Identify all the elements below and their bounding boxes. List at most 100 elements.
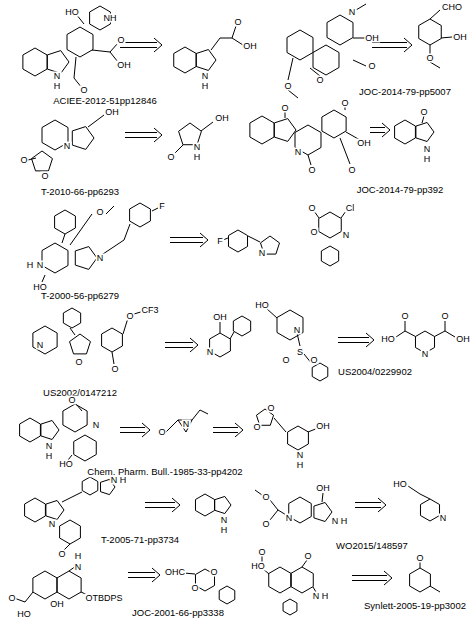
- atom-label: H: [193, 153, 202, 162]
- reference-label: JOC-2001-66-pp3338: [131, 608, 225, 618]
- atom-label: O: [95, 208, 104, 217]
- ring: [314, 502, 332, 521]
- bond: [192, 410, 200, 420]
- ring: [42, 243, 68, 273]
- atom-label: Cl: [345, 204, 356, 213]
- retro-arrow: [120, 423, 150, 437]
- atom-label: O: [74, 358, 83, 367]
- atom-label: O: [40, 172, 49, 181]
- bond: [248, 236, 260, 242]
- ring: [82, 477, 98, 495]
- atom-label: CF3: [140, 306, 159, 315]
- atom-label: N: [74, 563, 83, 572]
- reference-label: US2002/0147212: [42, 388, 118, 398]
- atom-label: O: [233, 18, 242, 27]
- bond: [430, 10, 440, 19]
- atom-label: N: [312, 592, 321, 601]
- atom-label: O: [166, 153, 175, 162]
- retro-arrow: [170, 233, 208, 247]
- bond: [211, 38, 220, 50]
- atom-label: OH: [212, 313, 228, 322]
- atom-label: H: [423, 155, 432, 164]
- ring: [33, 571, 57, 599]
- ring: [67, 27, 93, 57]
- atom-label: H: [201, 82, 210, 91]
- bond: [62, 234, 65, 243]
- bond: [396, 331, 405, 337]
- atom-label: OH: [364, 34, 380, 43]
- atom-label: OHC: [164, 568, 186, 577]
- atom-label: O: [157, 428, 166, 437]
- atom-label: O: [116, 36, 125, 45]
- atom-label: N: [220, 516, 229, 525]
- atom-label: N: [296, 451, 305, 460]
- bond: [274, 418, 286, 432]
- bond: [420, 494, 430, 499]
- atom-label: N: [36, 261, 45, 270]
- reference-label: T-2010-66-pp6293: [40, 187, 120, 197]
- bond: [308, 155, 311, 165]
- atom-label: O: [440, 312, 449, 321]
- atom-label: N: [423, 145, 432, 154]
- atom-label: O: [425, 54, 434, 63]
- atom-label: F: [216, 237, 224, 246]
- atom-label: N: [45, 442, 54, 451]
- atom-label: O: [190, 584, 199, 593]
- ring: [419, 19, 442, 45]
- bond: [88, 115, 104, 127]
- retro-arrow: [338, 333, 374, 347]
- ring: [75, 247, 97, 270]
- bond: [405, 321, 406, 331]
- atom-label: O: [79, 86, 88, 95]
- atom-label: O: [415, 554, 424, 563]
- ring: [60, 520, 81, 544]
- atom-label: O: [280, 104, 289, 113]
- ring: [321, 246, 338, 266]
- bond: [70, 214, 92, 245]
- ring: [72, 127, 94, 150]
- ring: [410, 568, 431, 592]
- ring: [195, 494, 214, 516]
- bond: [441, 37, 452, 38]
- bond: [74, 57, 76, 78]
- atom-label: N: [92, 421, 101, 430]
- atom-label: H: [321, 592, 330, 601]
- atom-label: H: [119, 476, 128, 485]
- reference-label: JOC-2014-79-pp5007: [358, 87, 452, 97]
- bond: [220, 322, 221, 333]
- retro-arrow: [125, 128, 162, 142]
- atom-label: O: [400, 312, 409, 321]
- atom-label: S: [296, 348, 304, 357]
- ring: [41, 420, 59, 439]
- bond: [353, 60, 366, 66]
- ring: [23, 48, 47, 76]
- atom-label: N: [110, 476, 119, 485]
- ring: [174, 47, 197, 73]
- atom-label: HO: [16, 610, 32, 619]
- atom-label: N: [258, 249, 267, 258]
- bond: [302, 560, 307, 567]
- atom-label: O: [307, 166, 316, 175]
- bond: [232, 26, 236, 38]
- atom-label: HO: [32, 283, 48, 292]
- bond: [166, 420, 178, 432]
- bond: [112, 352, 114, 364]
- atom-label: N: [342, 231, 351, 240]
- ring: [196, 50, 216, 71]
- bond: [76, 404, 82, 411]
- atom-label: O: [266, 404, 275, 413]
- atom-label: OH: [214, 114, 230, 123]
- bond: [356, 4, 366, 10]
- ring: [33, 326, 57, 354]
- atom-label: N: [206, 348, 215, 357]
- ring: [327, 15, 353, 45]
- bond: [322, 493, 323, 502]
- reference-label: US2004/0229902: [337, 367, 413, 377]
- atom-label: O: [307, 204, 316, 213]
- atom-label: O: [261, 520, 270, 529]
- ring: [47, 51, 69, 74]
- atom-label: O: [261, 493, 270, 502]
- atom-label: N: [36, 341, 45, 350]
- retro-arrow: [145, 498, 180, 512]
